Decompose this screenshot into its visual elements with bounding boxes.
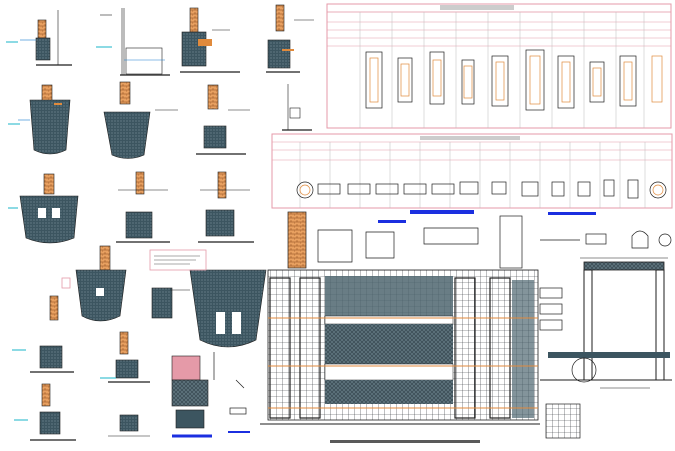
footing-section-icon xyxy=(151,287,190,319)
footing-section-icon xyxy=(20,10,72,66)
footing-section-icon xyxy=(100,8,170,76)
footing-section-icon xyxy=(282,84,312,131)
footing-section-icon xyxy=(30,383,76,441)
footing-section-icon xyxy=(180,7,240,73)
footing-section-icon xyxy=(108,331,150,383)
footing-section-icon xyxy=(18,84,71,155)
beam-section-icon xyxy=(296,179,667,199)
footing-section-icon xyxy=(75,245,127,322)
dimension-marks xyxy=(54,39,294,105)
footing-section-icon xyxy=(19,173,79,244)
grid-elevation-icon xyxy=(260,269,540,443)
footing-section-icon xyxy=(108,414,150,437)
rebar-detail-icon xyxy=(287,211,672,439)
highlight-bars xyxy=(378,210,596,223)
footing-section-icon xyxy=(266,4,314,73)
detail-symbols xyxy=(213,352,250,433)
footing-section-icon xyxy=(103,81,178,159)
footing-section-icon xyxy=(30,295,74,373)
dimension-marks xyxy=(6,41,116,421)
footing-section-icon xyxy=(198,171,254,243)
footing-section-icon xyxy=(171,355,212,438)
upper-schedule-table xyxy=(326,3,672,129)
lower-schedule-table xyxy=(271,133,673,209)
note-text xyxy=(154,255,200,265)
footing-section-icon xyxy=(196,84,250,155)
column-section-icon xyxy=(365,49,663,111)
frame-elevation xyxy=(540,257,672,389)
note-box xyxy=(61,249,207,289)
footing-section-icon xyxy=(116,171,170,243)
footing-details-group xyxy=(18,4,314,441)
footing-section-icon xyxy=(189,269,267,348)
